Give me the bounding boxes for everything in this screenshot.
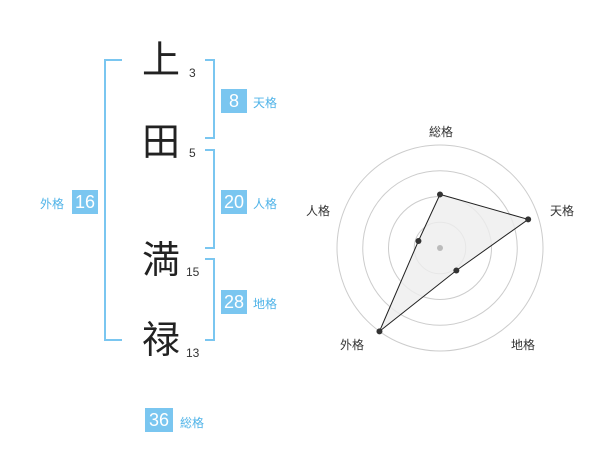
radar-point-4 xyxy=(415,237,422,244)
radar-label-tenkaku: 天格 xyxy=(550,204,575,218)
gaikaku-label: 外格 xyxy=(40,197,65,211)
tenkaku-value: 8 xyxy=(221,89,247,113)
radar-label-gaikaku: 外格 xyxy=(340,338,365,352)
chikaku-bracket xyxy=(205,258,215,341)
jinkaku-bracket xyxy=(205,149,215,249)
tenkaku-bracket xyxy=(205,59,215,139)
soukaku-label: 総格 xyxy=(180,416,205,430)
chikaku-label: 地格 xyxy=(253,297,278,311)
radar-ring-4 xyxy=(336,144,544,352)
name-char-3: 満 xyxy=(142,238,181,282)
gaikaku-bracket xyxy=(104,59,122,341)
chikaku-value: 28 xyxy=(221,290,247,314)
stroke-count-4: 13 xyxy=(186,346,200,360)
name-char-4: 禄 xyxy=(142,318,181,362)
radar-center xyxy=(437,245,443,251)
radar-label-chikaku: 地格 xyxy=(511,338,536,352)
gaikaku-value: 16 xyxy=(72,190,98,214)
radar-points xyxy=(376,191,532,335)
radar-label-jinkaku: 人格 xyxy=(306,204,331,218)
radar-ring-3 xyxy=(362,170,518,326)
radar-point-2 xyxy=(453,267,460,274)
jinkaku-label: 人格 xyxy=(253,197,278,211)
radar-point-0 xyxy=(437,191,443,198)
stroke-count-1: 3 xyxy=(189,66,196,80)
radar-rings xyxy=(336,144,544,352)
radar-point-3 xyxy=(376,328,383,335)
name-char-1: 上 xyxy=(142,38,181,82)
stroke-count-2: 5 xyxy=(189,146,196,160)
radar-area xyxy=(379,193,530,332)
radar-label-soukaku: 総格 xyxy=(429,125,454,139)
jinkaku-value: 20 xyxy=(221,190,247,214)
name-char-2: 田 xyxy=(142,120,181,164)
stroke-count-3: 15 xyxy=(186,265,200,279)
tenkaku-label: 天格 xyxy=(253,96,278,110)
radar-point-1 xyxy=(525,216,532,223)
soukaku-value: 36 xyxy=(145,408,173,432)
